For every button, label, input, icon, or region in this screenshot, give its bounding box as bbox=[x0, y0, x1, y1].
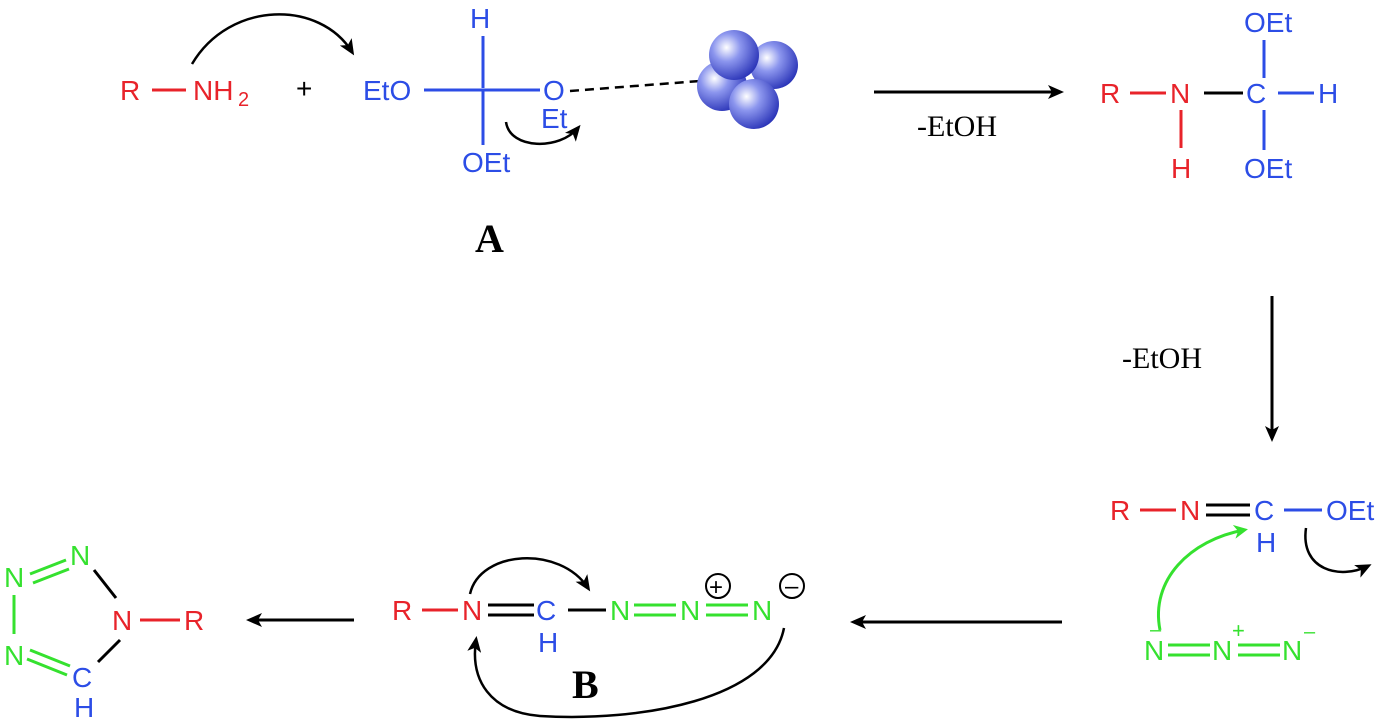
plus-sign: + bbox=[296, 73, 312, 104]
tetrazole-N-top-label: N bbox=[70, 540, 90, 571]
imidate-R-label: R bbox=[1110, 495, 1130, 526]
int1-NH-label: H bbox=[1171, 153, 1191, 184]
amine-N-label: NH bbox=[193, 75, 233, 106]
int1-C-label: C bbox=[1246, 78, 1266, 109]
orthoester-EtO-label: EtO bbox=[363, 75, 411, 106]
tetrazole-product: N N N N R C H bbox=[4, 540, 204, 723]
amine-R-label: R bbox=[120, 75, 140, 106]
tetrazole-CN-double-b bbox=[26, 657, 68, 677]
tetrazole-NN-double-b bbox=[32, 567, 70, 585]
int1-N-label: N bbox=[1170, 78, 1190, 109]
azide-attack-arrow bbox=[1157, 524, 1248, 631]
tetrazole-N-N-ring-bond bbox=[92, 569, 118, 599]
B-positive-charge-circle bbox=[705, 573, 731, 599]
hemiaminal-intermediate: R N H C H OEt OEt bbox=[1100, 7, 1338, 184]
B-H-label: H bbox=[538, 627, 558, 658]
ethoxide-leaving-arrow bbox=[1304, 527, 1372, 578]
B-R-label: R bbox=[392, 595, 412, 626]
imidate-OEt-label: OEt bbox=[1326, 495, 1374, 526]
catalyst-coordination-dash bbox=[569, 79, 701, 93]
B-C-label: C bbox=[536, 595, 556, 626]
tetrazole-N-ring-label: N bbox=[112, 605, 132, 636]
imidate-C-label: C bbox=[1254, 495, 1274, 526]
B-negative-charge-circle bbox=[779, 573, 805, 599]
B-Nb-label: N bbox=[680, 595, 700, 626]
imidate-H-label: H bbox=[1256, 527, 1276, 558]
imidoyl-azide-B: R N C H N N + N – bbox=[392, 557, 805, 719]
orthoester-A: H EtO O Et OEt bbox=[363, 3, 581, 178]
orthoester-O-label: O bbox=[543, 75, 565, 106]
B-Nb-charge: + bbox=[709, 574, 723, 601]
orthoester-Et-label: Et bbox=[541, 103, 568, 134]
arrow-1-label: -EtOH bbox=[917, 110, 997, 143]
tetrazole-H-label: H bbox=[74, 692, 94, 723]
nucleophilic-attack-arrow bbox=[190, 13, 355, 65]
leaving-group-arrow bbox=[504, 121, 581, 146]
compound-label-B: B bbox=[572, 662, 599, 707]
azide-N2-label: N bbox=[1212, 635, 1232, 666]
azide-N3-label: N bbox=[1282, 635, 1302, 666]
tetrazole-NN-double-a bbox=[29, 558, 67, 576]
sphere-cluster-icon bbox=[697, 30, 798, 129]
tetrazole-N-left-top-label: N bbox=[4, 562, 24, 593]
B-Nc-label: N bbox=[752, 595, 772, 626]
tetrazole-R-label: R bbox=[184, 605, 204, 636]
B-cyclization-arrow bbox=[467, 627, 786, 719]
tetrazole-C-label: C bbox=[72, 662, 92, 693]
orthoester-H-label: H bbox=[470, 3, 490, 34]
amine-subscript: 2 bbox=[238, 89, 249, 111]
B-Na-label: N bbox=[610, 595, 630, 626]
tetrazole-CN-double-a bbox=[29, 648, 71, 668]
B-N-label: N bbox=[462, 595, 482, 626]
compound-label-A: A bbox=[475, 216, 504, 261]
tetrazole-N-C-bond bbox=[96, 638, 122, 664]
imidate-N-label: N bbox=[1180, 495, 1200, 526]
imidate-intermediate: R N C H OEt bbox=[1110, 495, 1374, 578]
int1-R-label: R bbox=[1100, 78, 1120, 109]
int1-CH-label: H bbox=[1318, 78, 1338, 109]
amine-reactant: R NH 2 bbox=[120, 75, 249, 111]
B-Nc-charge: – bbox=[785, 573, 799, 600]
int1-OEt-bottom-label: OEt bbox=[1244, 153, 1292, 184]
tetrazole-N-left-bottom-label: N bbox=[4, 640, 24, 671]
orthoester-OEt-label: OEt bbox=[462, 147, 510, 178]
azide-N1-label: N bbox=[1144, 635, 1164, 666]
azide-anion: N – N + N – bbox=[1144, 524, 1316, 666]
B-electron-shift-arrow bbox=[468, 557, 591, 595]
azide-N2-charge: + bbox=[1232, 618, 1245, 643]
int1-OEt-top-label: OEt bbox=[1244, 7, 1292, 38]
arrow-2-label: -EtOH bbox=[1122, 342, 1202, 375]
azide-N3-charge: – bbox=[1304, 621, 1316, 643]
